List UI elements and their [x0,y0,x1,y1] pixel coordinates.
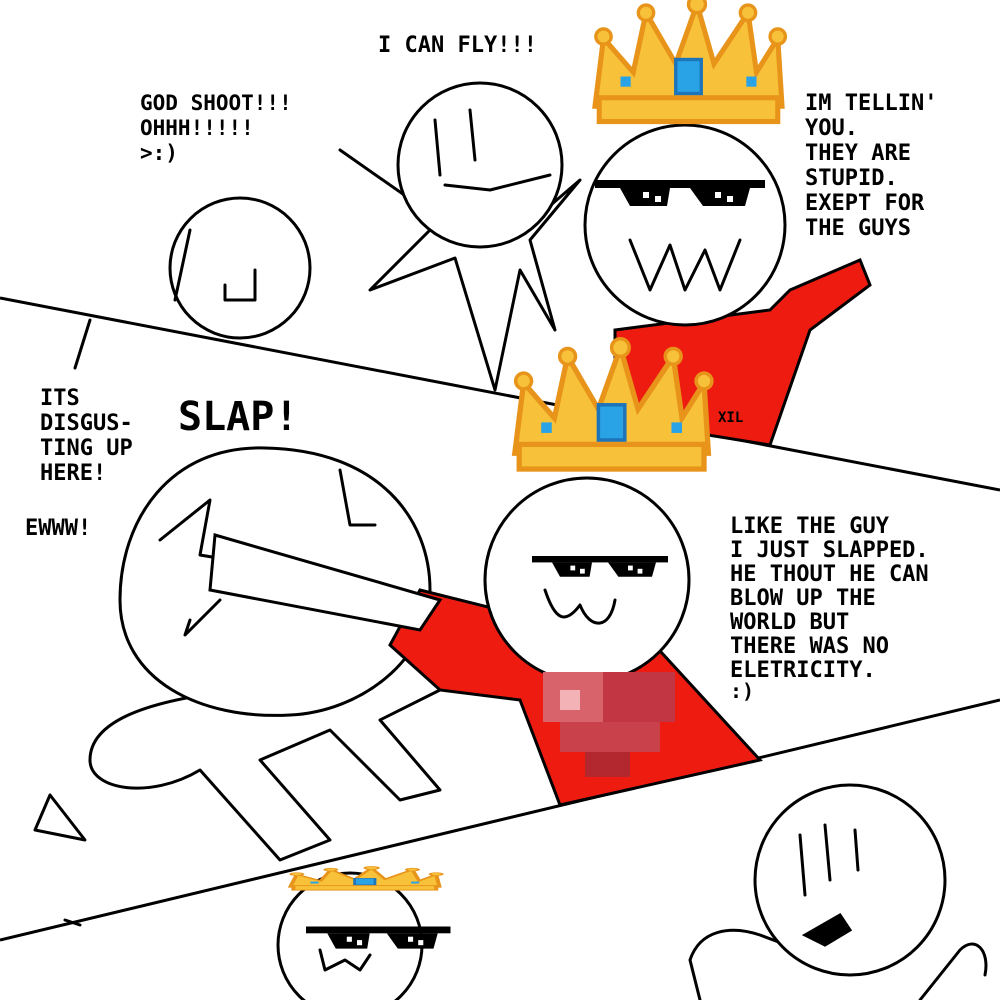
slapped-victim-character [33,446,442,862]
shooter-character [73,196,312,370]
crown-icon [595,0,785,122]
flyer-character [338,81,582,392]
victim-line: HERE! [40,461,106,486]
panel-divider-bottom [0,698,1000,942]
victim-extra-line: EWWW! [25,516,91,541]
victim-speech: ITS DISGUS- TING UP HERE! EWWW! [25,386,133,541]
flyer-speech: I CAN FLY!!! [378,33,537,58]
victim-line: ITS [40,386,80,411]
king-line: YOU. [805,116,858,141]
king-line: THERE WAS NO [730,634,889,659]
king-line: :) [730,679,754,703]
king-line: HE THOUT HE CAN [730,562,929,587]
king-line: STUPID. [805,166,898,191]
top-king-speech: IM TELLIN' YOU. THEY ARE STUPID. EXEPT F… [805,91,937,241]
panel-divider-top [0,296,1000,492]
king-line: WORLD BUT [730,610,849,635]
king-line: THEY ARE [805,141,911,166]
slap-sound-effect: SLAP! [178,394,298,440]
shooter-line: GOD SHOOT!!! [140,91,292,115]
middle-king-speech: LIKE THE GUY I JUST SLAPPED. HE THOUT HE… [730,514,929,703]
shirt-tag: XIL [718,410,743,426]
king-line: BLOW UP THE [730,586,876,611]
victim-line: DISGUS- [40,411,133,436]
bottom-right-character [688,783,988,1000]
bottom-king-character [63,866,451,1000]
king-line: EXEPT FOR [805,191,925,216]
shooter-line: >:) [140,141,178,165]
crown-icon [515,339,712,469]
shooter-line: OHHH!!!!! [140,116,254,140]
king-line: IM TELLIN' [805,91,937,116]
crown-icon [290,866,442,890]
king-line: THE GUYS [805,216,911,241]
king-line: ELETRICITY. [730,658,876,683]
pixel-heart-icon [543,672,675,777]
middle-king-character [208,339,763,807]
king-line: LIKE THE GUY [730,514,890,539]
shooter-speech: GOD SHOOT!!! OHHH!!!!! >:) [140,91,292,165]
king-line: I JUST SLAPPED. [730,538,929,563]
victim-line: TING UP [40,436,133,461]
